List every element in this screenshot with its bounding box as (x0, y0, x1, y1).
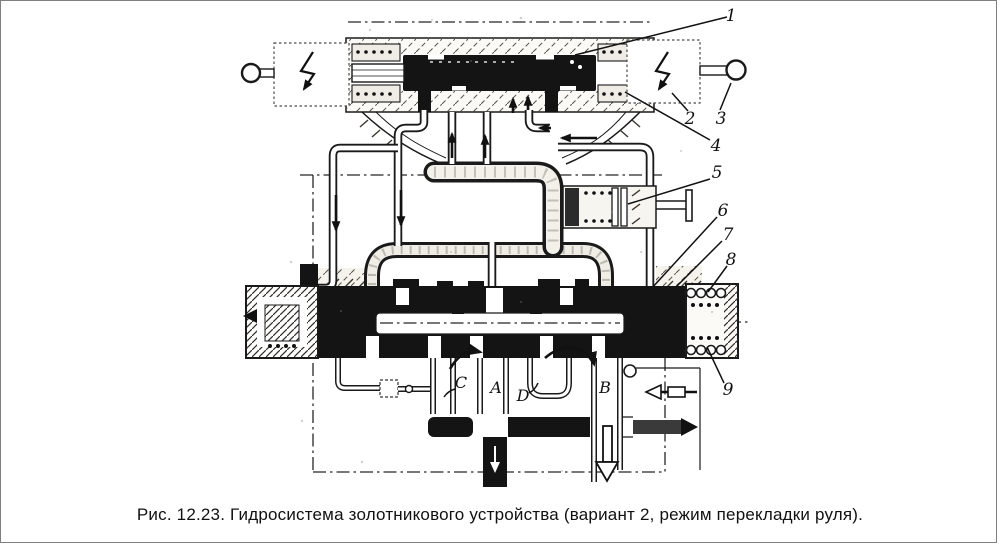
callout-1: 1 (726, 6, 737, 26)
right-drive-box (626, 39, 701, 104)
callout-8: 8 (726, 250, 737, 270)
flow-arrows (331, 94, 597, 370)
scan-noise (289, 16, 714, 472)
port-c-label: C (455, 373, 467, 392)
centering-spring-blocks (351, 43, 629, 103)
port-b-flow-arrow-icon (594, 425, 620, 483)
screw-stem (656, 200, 686, 210)
port-a-label: A (488, 378, 502, 397)
return-flow-arrow-icon (644, 383, 697, 401)
supply-flow-arrow-icon (633, 418, 698, 436)
right-knob (725, 59, 747, 81)
port-letters: C A D B (455, 373, 611, 405)
callout-2: 2 (684, 109, 696, 129)
callout-5: 5 (712, 163, 723, 183)
port-b-label: B (598, 378, 611, 397)
callout-9: 9 (723, 380, 734, 400)
screw-t-handle (685, 189, 693, 222)
chamber-region (428, 358, 701, 487)
left-hand-lever (240, 42, 350, 107)
callout-leaders (443, 16, 732, 398)
upper-duct (423, 161, 564, 258)
callout-6: 6 (718, 201, 729, 221)
callout-7: 7 (723, 225, 734, 245)
left-end-cap (243, 285, 319, 359)
spool-rod (351, 63, 405, 83)
right-lightning-arrow-icon (654, 51, 671, 91)
callout-4: 4 (710, 136, 722, 156)
left-flow-arrow-icon (243, 309, 257, 323)
right-hand-lever (626, 39, 747, 104)
callout-3: 3 (716, 109, 727, 129)
left-lightning-arrow-icon (299, 51, 316, 91)
figure-caption: Рис. 12.23. Гидросистема золотникового у… (136, 505, 864, 524)
callout-labels: 1 2 3 4 5 6 7 8 9 (684, 6, 737, 400)
top-valve-assembly (345, 37, 655, 165)
pilot-spool (403, 55, 596, 91)
left-knob (240, 62, 262, 84)
spring-housing (685, 283, 739, 359)
main-spool-valve (318, 279, 688, 358)
adjusting-screw-valve (562, 185, 693, 229)
port-d-label: D (516, 386, 530, 405)
